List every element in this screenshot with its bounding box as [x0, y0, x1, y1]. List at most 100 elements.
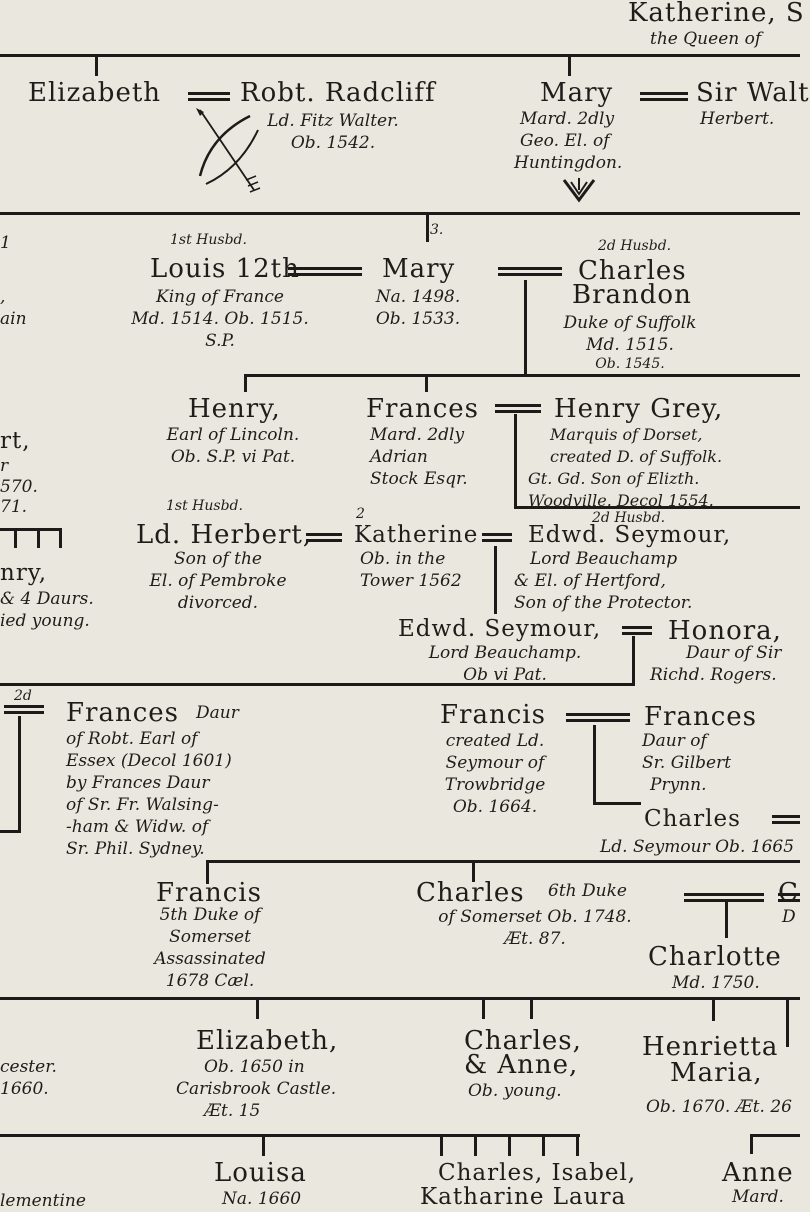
marriage-sign	[684, 893, 764, 902]
husband-order-label: 1st Husbd.	[166, 498, 243, 514]
generation-line	[244, 374, 800, 377]
charles-anne-note: Ob. young.	[468, 1081, 562, 1101]
cropped-text: 1	[0, 233, 11, 253]
charles-duke-note: of Somerset Ob. 1748.Æt. 87.	[438, 907, 632, 949]
marriage-sign	[622, 626, 652, 635]
cropped-text: ain	[0, 309, 27, 329]
charlotte-name: Charlotte	[648, 942, 782, 972]
henry-name: Henry,	[188, 394, 281, 424]
marriage-sign	[778, 893, 800, 902]
descent-line	[37, 528, 40, 548]
charles-seymour-note: Ld. Seymour Ob. 1665	[600, 837, 795, 857]
descent-line	[593, 802, 641, 805]
marriage-order-label: 2d	[14, 688, 32, 704]
mary-tudor-name: Mary	[382, 254, 456, 284]
marriage-sign	[495, 404, 541, 413]
marriage-sign	[498, 267, 562, 276]
cropped-text: cester.1660.	[0, 1057, 57, 1099]
henry-note: Earl of Lincoln.Ob. S.P. vi Pat.	[166, 425, 300, 467]
cropped-text: r	[0, 456, 9, 476]
edward-seymour-note: Lord Beauchamp & El. of Hertford, Son of…	[514, 549, 693, 613]
descent-line	[568, 54, 571, 76]
descent-line	[712, 997, 715, 1021]
descent-line	[593, 725, 596, 805]
descent-line	[482, 997, 485, 1019]
cropped-text: D	[782, 907, 796, 927]
herbert-name: Ld. Herbert,	[136, 520, 313, 550]
marriage-sign	[4, 705, 44, 714]
katherine-grey-name: Katherine	[354, 522, 479, 548]
descent-line	[256, 997, 259, 1019]
charles-duke-tag: 6th Duke	[548, 881, 627, 901]
mary-note: Mard. 2dly Geo. El. of Huntingdon.	[514, 109, 623, 173]
elizabeth-name: Elizabeth	[28, 78, 162, 108]
generation-line	[750, 1134, 800, 1137]
generation-line	[0, 683, 635, 686]
honora-name: Honora,	[668, 616, 782, 646]
descent-line	[632, 636, 635, 686]
walter-name: Sir Walt	[696, 78, 810, 108]
descent-line	[508, 1134, 511, 1156]
cropped-text: nry,	[0, 560, 48, 586]
cropped-text: lementine	[0, 1191, 86, 1211]
descent-line	[472, 860, 475, 882]
katherine-note: the Queen of	[650, 29, 762, 49]
descent-line	[206, 860, 209, 884]
cropped-text: ied young.	[0, 611, 90, 631]
generation-line	[0, 54, 800, 57]
descent-line	[542, 1134, 545, 1156]
cropped-text: rt,	[0, 428, 31, 454]
edward-seymour-beauchamp-name: Edwd. Seymour,	[398, 616, 602, 642]
descent-line	[474, 1134, 477, 1156]
frances-devereux-tag: Daur	[196, 703, 239, 723]
descent-line	[524, 280, 527, 376]
charles-seymour-name: Charles	[644, 806, 741, 832]
husband-order-label: 2d Husbd.	[592, 510, 666, 526]
marriage-sign	[640, 92, 688, 101]
marriage-sign	[772, 815, 800, 824]
descent-line	[59, 528, 62, 548]
elizabeth-stuart-name: Elizabeth,	[196, 1026, 339, 1056]
descent-line	[576, 1134, 579, 1156]
descent-line	[262, 1134, 265, 1156]
henry-grey-note: Marquis of Dorset, created D. of Suffolk…	[528, 425, 723, 510]
francis-trowbridge-name: Francis	[440, 700, 546, 730]
descent-line	[14, 528, 17, 548]
katharine-laura-names: Katharine Laura	[420, 1184, 627, 1210]
radcliff-name: Robt. Radcliff	[240, 78, 436, 108]
marriage-sign	[566, 713, 630, 722]
crossed-arrows-icon	[196, 108, 261, 193]
frances-brandon-name: Frances	[366, 394, 480, 424]
descent-line	[514, 414, 517, 508]
descent-line	[0, 830, 21, 833]
descent-line	[786, 997, 789, 1047]
mary-tudor-note: Na. 1498.Ob. 1533.	[375, 287, 461, 329]
charles-anne-names: Charles,& Anne,	[464, 1026, 582, 1080]
generation-line	[0, 997, 800, 1000]
charles-brandon-name: Charles	[578, 256, 687, 286]
descent-line	[494, 546, 497, 614]
walter-note: Herbert.	[700, 109, 775, 129]
louisa-name: Louisa	[214, 1158, 307, 1188]
descent-line	[750, 1134, 753, 1154]
marriage-sign	[482, 533, 512, 542]
elizabeth-stuart-note: Ob. 1650 in Carisbrook Castle. Æt. 15	[176, 1057, 337, 1121]
marriage-sign	[288, 267, 362, 276]
louisa-note: Na. 1660	[222, 1189, 302, 1209]
birth-order-label: 2	[356, 506, 365, 522]
anne-note: Mard.	[732, 1187, 784, 1207]
descent-line	[244, 374, 247, 392]
katherine-name: Katherine, S	[628, 0, 805, 28]
charles-brandon-surname: Brandon	[572, 280, 692, 310]
cropped-name: C	[778, 878, 799, 908]
husband-order-label: 2d Husbd.	[598, 238, 672, 254]
generation-line	[206, 860, 800, 863]
generation-line	[0, 1134, 580, 1137]
